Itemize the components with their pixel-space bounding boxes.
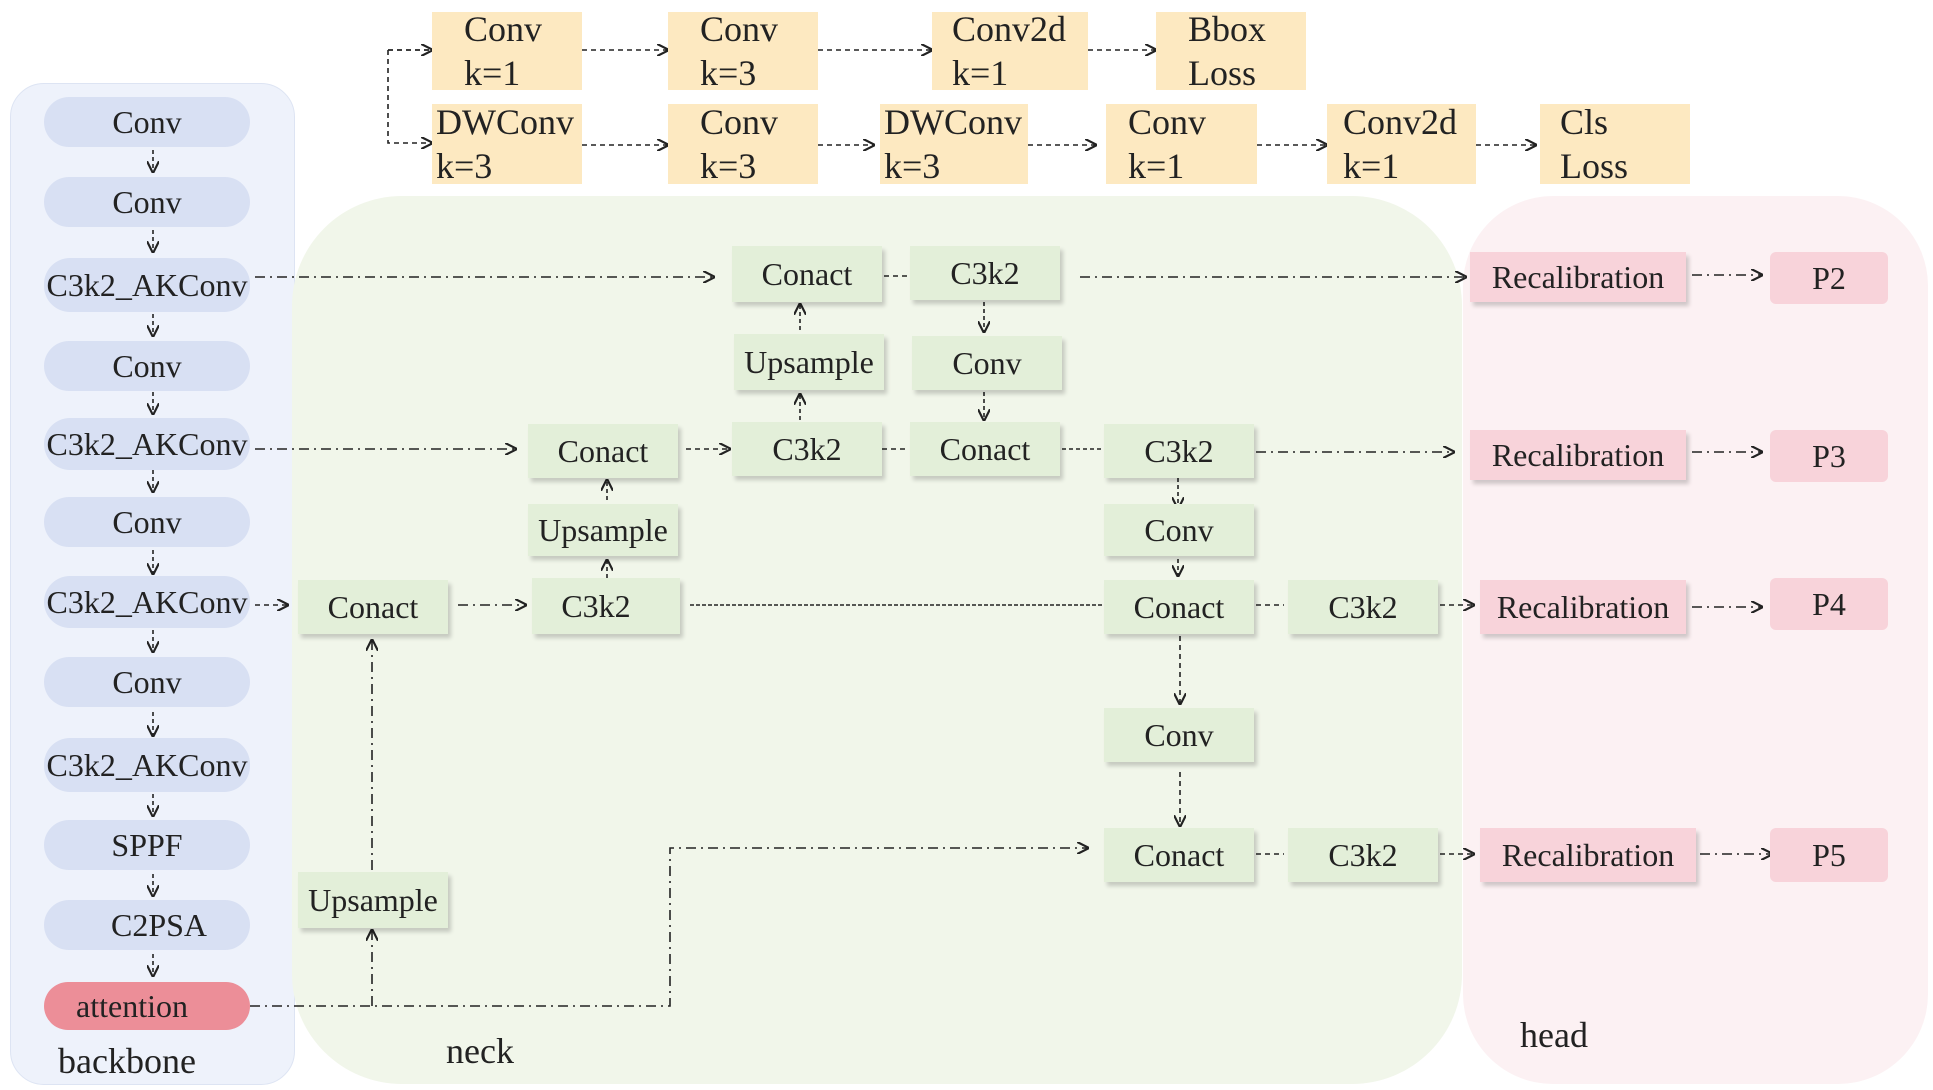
cls-loss-name: Cls — [1560, 102, 1609, 142]
top-conv-k1-b: Conv k=1 — [1106, 102, 1257, 186]
top-dwconv-k3-a: DWConv k=3 — [432, 102, 582, 186]
neck-c3k2-upper: C3k2 — [732, 422, 882, 476]
top-conv-k1-name: Conv — [464, 9, 543, 49]
cls-loss-param: Loss — [1560, 146, 1629, 186]
neck-upsample-low: Upsample — [298, 872, 448, 928]
head-recalibration-p4: Recalibration — [1480, 580, 1686, 634]
top-conv-k1-b-name: Conv — [1128, 102, 1207, 142]
neck-c3k2-p4: C3k2 — [1288, 580, 1438, 634]
backbone-c3k2-akconv-1: C3k2_AKConv — [44, 258, 250, 312]
top-conv-k1-b-param: k=1 — [1128, 146, 1185, 186]
top-conv2d-k1-param: k=1 — [952, 53, 1009, 93]
top-conv-k3: Conv k=3 — [668, 9, 818, 93]
backbone-conv-4: Conv — [44, 497, 250, 547]
bbox-loss-name: Bbox — [1188, 9, 1267, 49]
top-dwconv-k3-a-name: DWConv — [436, 102, 574, 142]
output-p5: P5 — [1770, 828, 1888, 882]
neck-concat-p4: Conact — [1104, 580, 1254, 634]
output-p2: P2 — [1770, 252, 1888, 304]
neck-c3k2-top: C3k2 — [910, 246, 1060, 300]
top-dwconv-k3-b: DWConv k=3 — [880, 102, 1028, 186]
backbone-conv-1: Conv — [44, 97, 250, 147]
neck-conv-p4: Conv — [1104, 708, 1254, 762]
bbox-loss-param: Loss — [1188, 53, 1257, 93]
neck-concat-mid: Conact — [528, 424, 678, 478]
backbone-c3k2-akconv-3: C3k2_AKConv — [44, 576, 250, 628]
neck-concat-top: Conact — [732, 246, 882, 302]
backbone-conv-5: Conv — [44, 657, 250, 707]
neck-c3k2-p3: C3k2 — [1104, 424, 1254, 478]
top-conv-k1-param: k=1 — [464, 53, 521, 93]
head-region — [1463, 196, 1928, 1084]
backbone-c3k2-akconv-2: C3k2_AKConv — [44, 418, 250, 470]
backbone-attention: attention — [44, 982, 250, 1030]
neck-concat-p3: Conact — [910, 422, 1060, 476]
top-dwconv-k3-b-param: k=3 — [884, 146, 941, 186]
neck-upsample-top: Upsample — [734, 334, 884, 390]
neck-conv-top: Conv — [912, 336, 1062, 390]
top-conv-k3-b: Conv k=3 — [668, 102, 818, 186]
output-p4: P4 — [1770, 578, 1888, 630]
neck-concat-p5: Conact — [1104, 828, 1254, 882]
neck-concat-low: Conact — [298, 580, 448, 634]
top-conv2d-k1-b-name: Conv2d — [1343, 102, 1458, 142]
head-recalibration-p2: Recalibration — [1470, 252, 1686, 302]
backbone-sppf: SPPF — [44, 820, 250, 870]
head-recalibration-p5: Recalibration — [1480, 828, 1696, 882]
head-label: head — [1520, 1015, 1588, 1055]
backbone-c2psa: C2PSA — [44, 900, 250, 950]
top-conv-k1: Conv k=1 — [432, 9, 582, 93]
neck-label: neck — [446, 1031, 514, 1071]
backbone-conv-2: Conv — [44, 177, 250, 227]
top-conv2d-k1-b: Conv2d k=1 — [1327, 102, 1476, 186]
output-p3: P3 — [1770, 430, 1888, 482]
top-conv-k3-b-name: Conv — [700, 102, 779, 142]
top-dwconv-k3-a-param: k=3 — [436, 146, 493, 186]
cls-loss: Cls Loss — [1540, 102, 1690, 186]
top-split-line — [387, 49, 432, 143]
top-conv-k3-param: k=3 — [700, 53, 757, 93]
bbox-loss: Bbox Loss — [1156, 9, 1306, 93]
backbone-conv-3: Conv — [44, 341, 250, 391]
neck-c3k2-mid: C3k2 — [532, 578, 680, 634]
neck-upsample-mid: Upsample — [528, 504, 678, 556]
top-dwconv-k3-b-name: DWConv — [884, 102, 1022, 142]
neck-conv-p3: Conv — [1104, 504, 1254, 556]
top-conv2d-k1-b-param: k=1 — [1343, 146, 1400, 186]
top-conv-k3-name: Conv — [700, 9, 779, 49]
head-recalibration-p3: Recalibration — [1470, 430, 1686, 480]
top-conv-k3-b-param: k=3 — [700, 146, 757, 186]
backbone-c3k2-akconv-4: C3k2_AKConv — [44, 738, 250, 792]
top-conv2d-k1: Conv2d k=1 — [932, 9, 1088, 93]
neck-c3k2-p5: C3k2 — [1288, 828, 1438, 882]
backbone-label: backbone — [58, 1041, 196, 1081]
top-conv2d-k1-name: Conv2d — [952, 9, 1067, 49]
neck-region — [292, 196, 1462, 1084]
